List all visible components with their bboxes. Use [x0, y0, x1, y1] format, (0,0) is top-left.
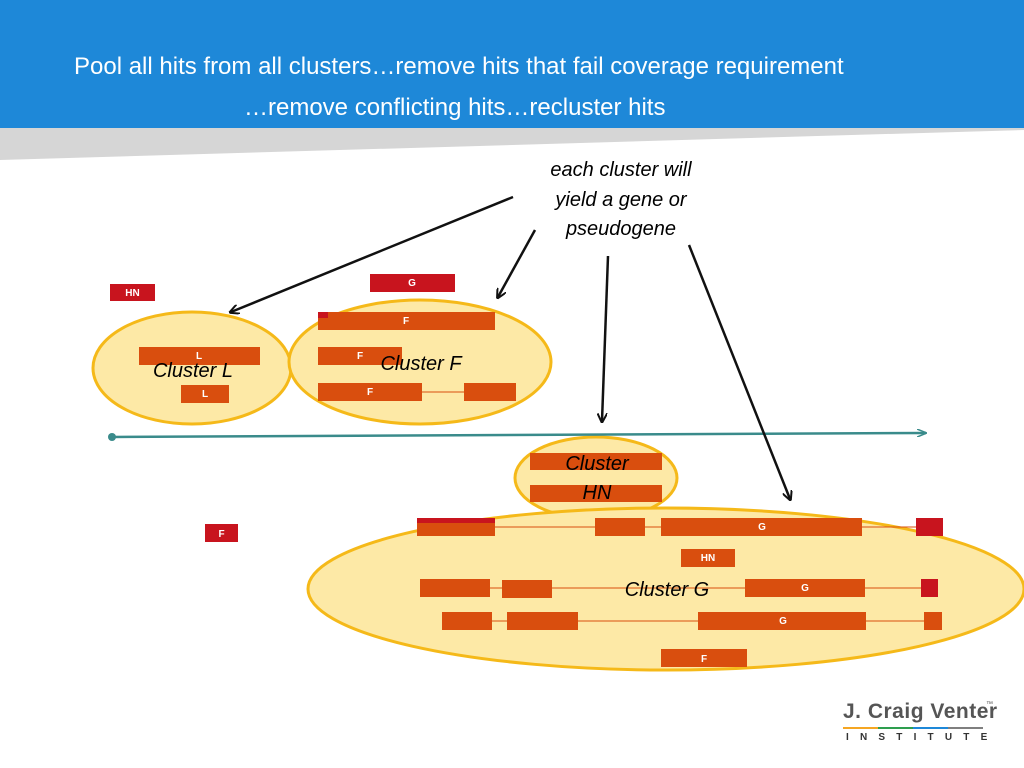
- logo-name: J. Craig Venter: [843, 700, 998, 723]
- hit-f-bottom-label: F: [701, 654, 707, 665]
- logo-color-bar: [843, 727, 983, 729]
- hit-g-row2-exon-4: [921, 579, 938, 597]
- slide-header: Pool all hits from all clusters…remove h…: [0, 0, 1024, 160]
- hit-l-top: [139, 347, 260, 365]
- hit-g-row3-label: G: [779, 616, 787, 627]
- hit-g-row3-exon-4: [924, 612, 942, 630]
- hit-hn-top: [110, 284, 155, 301]
- hit-g-top: [370, 274, 455, 292]
- slide-title-line-1: Pool all hits from all clusters…remove h…: [74, 53, 844, 80]
- hit-f-left: [205, 524, 238, 542]
- hit-g-row1-exon-4: [916, 518, 943, 536]
- logo-bar-gray: [948, 727, 983, 729]
- genome-axis-line: [111, 433, 926, 439]
- hit-g-row3-exon-1: [442, 612, 492, 630]
- hit-g-row1-exon-2: [595, 518, 645, 536]
- hit-l-low: [181, 385, 229, 403]
- slide-title-line-2: …remove conflicting hits…recluster hits: [244, 94, 666, 121]
- hit-f-top-label: F: [403, 316, 409, 327]
- annotation-line-3: pseudogene: [565, 218, 676, 240]
- hit-hn-cluster-row-1: [530, 453, 662, 470]
- logo-institute: INSTITUTE: [846, 732, 999, 743]
- hit-f-left-label: F: [218, 529, 224, 540]
- hit-g-row1-exon-3: [661, 518, 862, 536]
- hit-g-top-label: G: [408, 278, 416, 289]
- genome-axis-start-dot: [108, 433, 116, 441]
- hit-f-top-edge: [318, 312, 328, 318]
- jcvi-logo: J. Craig Venter ™ INSTITUTE: [843, 700, 997, 750]
- hit-g-row2-label: G: [801, 583, 809, 594]
- cluster-hn-label-line-1: Cluster: [565, 453, 630, 475]
- logo-bar-orange: [843, 727, 878, 729]
- header-blue-band: [0, 0, 1024, 128]
- logo-bar-blue: [913, 727, 948, 729]
- hit-f-low-label: F: [367, 387, 373, 398]
- hit-g-row1-exon-1-top: [417, 518, 495, 523]
- hit-l-low-label: L: [202, 389, 208, 400]
- hit-g-row2-exon-2: [502, 580, 552, 598]
- hit-hn-cluster-row-2: [530, 485, 662, 502]
- annotation-line-2: yield a gene or: [553, 189, 688, 211]
- cluster-g-label: Cluster G: [625, 579, 709, 601]
- arrow-to-cluster-g: [687, 244, 790, 499]
- hit-hn-mid-label: HN: [701, 553, 715, 564]
- hit-hn-top-label: HN: [125, 288, 139, 299]
- header-background: [0, 0, 1024, 160]
- annotation-line-1: each cluster will: [550, 159, 692, 181]
- hit-g-row2-exon-1: [420, 579, 490, 597]
- hit-g-row1-label: G: [758, 522, 766, 533]
- hit-hn-mid: [681, 549, 735, 567]
- logo-bar-green: [878, 727, 913, 729]
- header-shadow-band: [0, 126, 1024, 160]
- hit-f-low-exon-2: [464, 383, 516, 401]
- arrow-to-cluster-f: [498, 229, 537, 297]
- hit-g-row3-exon-2: [507, 612, 578, 630]
- hit-g-row2-exon-3: [745, 579, 865, 597]
- hit-f-low-exon-1: [318, 383, 422, 401]
- hit-f-top: [318, 312, 495, 330]
- hit-l-top-label: L: [196, 351, 202, 362]
- cluster-f-label: Cluster F: [380, 353, 463, 375]
- cluster-hn-label-line-2: HN: [583, 482, 612, 504]
- hit-f-mid-label: F: [357, 351, 363, 362]
- hit-f-bottom: [661, 649, 747, 667]
- logo-trademark: ™: [986, 701, 993, 708]
- hit-f-mid: [318, 347, 402, 365]
- arrow-to-cluster-hn: [602, 255, 610, 421]
- cluster-l-label: Cluster L: [153, 360, 233, 382]
- hit-g-row3-exon-3: [698, 612, 866, 630]
- arrow-to-cluster-l: [231, 195, 514, 312]
